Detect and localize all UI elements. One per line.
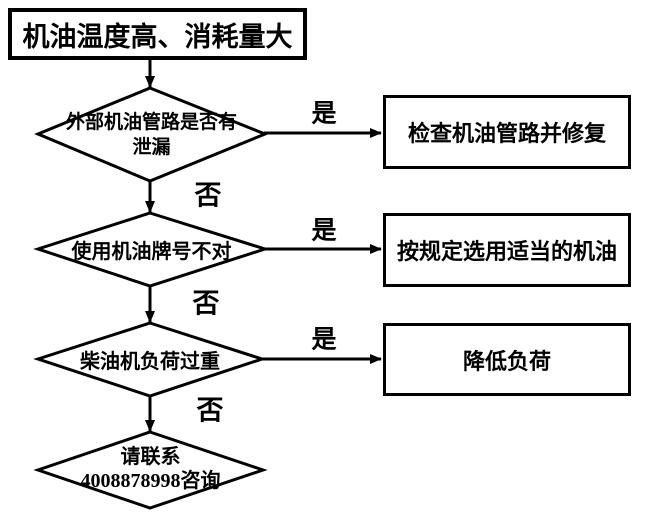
decision-1-diamond bbox=[34, 86, 270, 183]
yes-label-2: 是 bbox=[311, 217, 337, 245]
yes-label-1: 是 bbox=[311, 100, 337, 128]
action-box-1-label: 检查机油管路并修复 bbox=[407, 121, 606, 146]
no-label-2: 否 bbox=[192, 288, 220, 319]
decision-1-label: 外部机油管路是否有 泄漏 bbox=[65, 111, 237, 158]
action-box-3: 降低负荷 bbox=[383, 323, 631, 396]
action-box-2-label: 按规定选用适当的机油 bbox=[396, 239, 617, 264]
yes-label-3: 是 bbox=[311, 326, 337, 354]
final-node-diamond bbox=[33, 430, 268, 510]
no-label-3: 否 bbox=[196, 395, 224, 426]
decision-3-diamond bbox=[33, 321, 267, 398]
start-box-label: 机油温度高、消耗量大 bbox=[22, 21, 293, 52]
action-box-1: 检查机油管路并修复 bbox=[383, 95, 631, 169]
action-box-2: 按规定选用适当的机油 bbox=[383, 213, 631, 287]
decision-3-label: 柴油机负荷过重 bbox=[80, 351, 220, 373]
decision-2-label: 使用机油牌号不对 bbox=[71, 241, 232, 263]
start-box: 机油温度高、消耗量大 bbox=[8, 8, 307, 60]
final-node-label: 请联系 4008878998咨询 bbox=[80, 446, 221, 492]
decision-2-diamond bbox=[33, 211, 270, 288]
action-box-3-label: 降低负荷 bbox=[462, 348, 551, 374]
no-label-1: 否 bbox=[194, 180, 222, 211]
